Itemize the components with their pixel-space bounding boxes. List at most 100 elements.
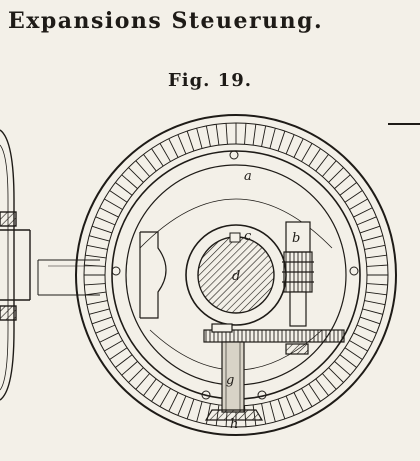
page-title: Expansions Steuerung. [8,8,324,34]
wheel-tooth [315,378,329,396]
wheel-tooth [308,148,321,167]
bolts [111,150,359,400]
wheel-tooth [196,401,203,422]
wheel-tooth [334,361,351,376]
wheel-tooth [177,395,187,416]
wheel-tooth [269,401,276,422]
cross-lever [203,323,345,343]
wheel-tooth [91,316,113,325]
wheel-tooth [285,134,295,155]
wheel-tooth [285,395,295,416]
left-bearing [0,129,100,401]
wheel-tooth [334,174,351,189]
wheel-tooth [205,403,211,425]
wheel-tooth [135,160,150,177]
wheel-tooth [215,124,220,146]
wheel-tooth [99,207,119,218]
wheel-tooth [349,198,368,210]
wheel-tooth [196,128,203,149]
wheel-tooth [359,316,381,325]
wheel-tooth [85,291,107,296]
wheel-tooth [159,143,171,162]
wheel-tooth [89,235,110,242]
wheel-tooth [85,254,107,259]
wheel-tooth [104,198,123,210]
wheel-tooth [277,398,286,420]
wheel-tooth [128,367,144,383]
wheel-tooth [322,373,337,390]
bolt-lower-right [257,390,267,400]
wheel-tooth [353,207,373,218]
wheel-tooth [244,123,247,145]
wheel-tooth [151,148,164,167]
wheel-tooth [261,125,267,147]
wheel-tooth [362,235,383,242]
bolt-top [229,150,239,160]
wheel-tooth [277,130,286,152]
bolt-left [111,266,121,276]
wheel-tooth [121,174,138,189]
wheel-tooth [91,225,113,234]
wheel-tooth [143,154,157,172]
wheel-tooth [328,167,344,183]
wheel-tooth [344,190,363,203]
wheel-tooth [151,383,164,402]
wheel-tooth [365,254,387,259]
label-d: d [232,269,240,284]
wheel-tooth [89,308,110,315]
main-wheel [75,114,397,436]
wheel-tooth-ring [84,123,388,427]
wheel-tooth [109,347,128,360]
wheel-tooth [84,283,106,286]
wheel-tooth [301,388,313,407]
wheel-tooth [104,340,123,352]
figure-caption: Fig. 19. [167,70,253,91]
wheel-tooth [362,308,383,315]
wheel-tooth [269,128,276,149]
wheel-tooth [328,367,344,383]
vertical-column [204,341,264,421]
wheel-tooth [225,123,228,145]
wheel-tooth [115,182,133,196]
wheel-tooth [186,398,195,420]
wheel-tooth [186,130,195,152]
wheel-tooth [84,264,106,267]
wheel-tooth [159,388,171,407]
wheel-tooth [339,182,357,196]
wheel-tooth [109,190,128,203]
wheel-tooth [205,125,211,147]
wheel-tooth [356,216,377,226]
wheel-tooth [365,291,387,296]
wheel-tooth [356,324,377,334]
wheel-tooth [168,138,179,158]
wheel-tooth [364,300,386,306]
wheel-tooth [322,160,337,177]
wheel-tooth [99,332,119,343]
wheel-tooth [86,300,108,306]
wheel-tooth [261,403,267,425]
left-bracket [139,231,167,319]
wheel-tooth [293,392,304,412]
label-h: h [230,417,238,432]
wheel-tooth [135,373,150,390]
spring-column [282,221,314,355]
wheel-tooth [121,361,138,376]
label-b: b [292,231,300,246]
wheel-tooth [344,347,363,360]
wheel-tooth [301,143,313,162]
label-g: g [226,373,234,388]
wheel-tooth [339,354,357,368]
wheel-tooth [168,392,179,412]
bolt-lower-left [201,390,211,400]
wheel-tooth [86,244,108,250]
wheel-tooth [115,354,133,368]
label-a: a [244,169,252,184]
wheel-tooth [128,167,144,183]
bolt-right [349,266,359,276]
wheel-tooth [349,340,368,352]
wheel-tooth [293,138,304,158]
wheel-tooth [95,216,116,226]
wheel-tooth [366,264,388,267]
wheel-tooth [177,134,187,155]
